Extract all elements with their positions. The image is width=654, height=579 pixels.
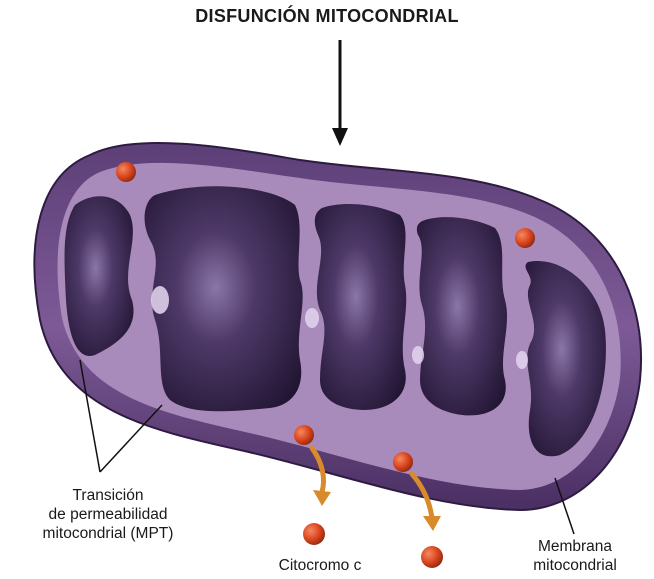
mpt-pore [516,351,528,369]
mpt-pore [305,308,319,328]
membrane-label-line2: mitocondrial [505,556,645,575]
matrix-compartment-3 [315,204,406,410]
membrane-label-line1: Membrana [505,537,645,556]
mpt-label-line1: Transición [8,486,208,505]
membrane-label: Membrana mitocondrial [505,537,645,575]
mpt-pore [151,286,169,314]
release-arrow-head [423,516,441,531]
mpt-label-line3: mitocondrial (MPT) [8,524,208,543]
released-cytochrome-c [303,523,325,545]
released-cytochrome-c [421,546,443,568]
mpt-label: Transición de permeabilidad mitocondrial… [8,486,208,543]
cytochrome-c-ball [393,452,413,472]
mpt-label-line2: de permeabilidad [8,505,208,524]
cytochrome-label: Citocromo c [255,556,385,575]
release-arrow-head [313,490,331,506]
mpt-pore [412,346,424,364]
cytochrome-c-ball [515,228,535,248]
matrix-compartment-4 [417,217,507,415]
cytochrome-c-ball [294,425,314,445]
cytochrome-c-ball [116,162,136,182]
matrix-compartment-1 [65,196,134,356]
dysfunction-arrow-head [332,128,348,146]
